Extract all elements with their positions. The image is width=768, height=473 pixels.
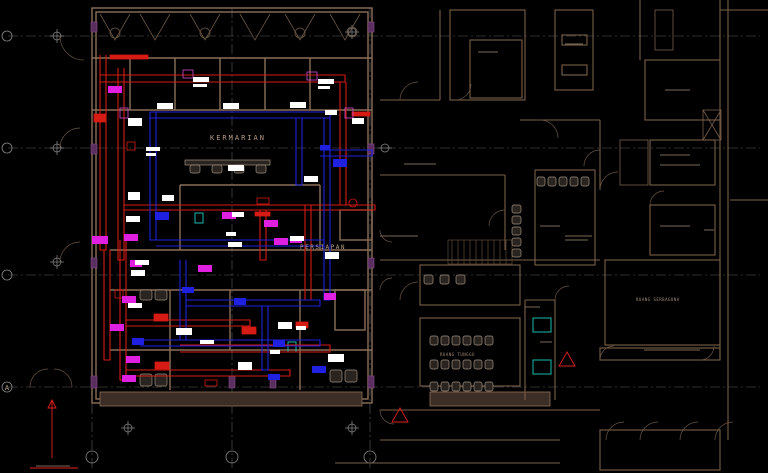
room-label-kermarian: KERMARIAN [210, 134, 266, 142]
room-label-ruang-tunggu: RUANG TUNGGU [440, 352, 475, 357]
top-window-bays [99, 13, 361, 41]
supply-ducts [99, 55, 376, 381]
toilet-cubicles [619, 9, 722, 186]
bottom-hatch-strip [99, 391, 551, 407]
structural-columns [90, 21, 375, 389]
duct-tags [126, 77, 364, 370]
row-bubble-a-label: A [5, 384, 10, 392]
stairs [447, 239, 513, 265]
door-swings [29, 35, 734, 441]
exhaust-outlines [119, 69, 354, 119]
room-label-persiapan: PERSIAPAN [300, 244, 346, 251]
room-label-ruang-serbaguna: RUANG SERBAGUNA [636, 297, 680, 302]
supply-diffusers [93, 54, 371, 387]
return-grilles [132, 145, 347, 380]
warning-symbols [30, 351, 576, 469]
tiny-room-labels [36, 43, 714, 467]
row-bubbles [1, 30, 13, 393]
